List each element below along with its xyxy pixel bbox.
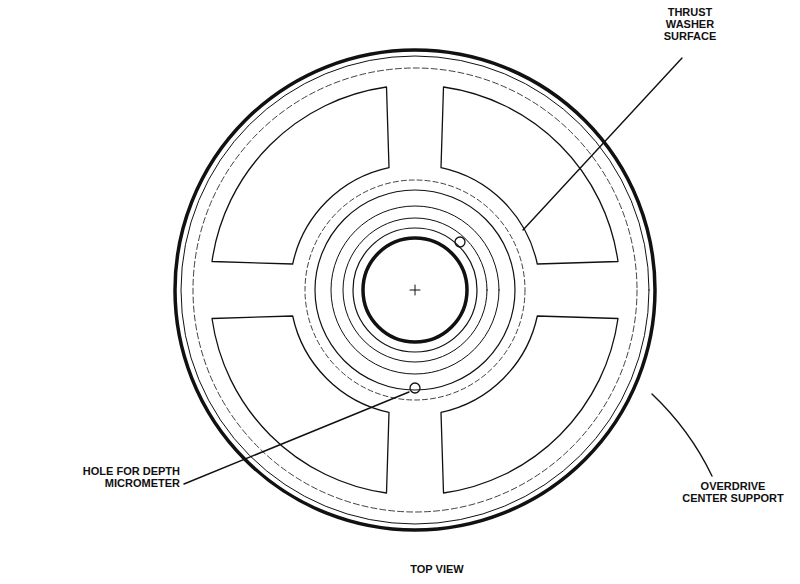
leader-line [184,392,409,484]
hub-ring [353,228,477,352]
pocket [441,87,618,264]
view-caption: TOP VIEW [377,563,497,575]
leader-line [652,394,712,476]
rim-ridge [193,68,637,512]
oil-hole [455,237,465,247]
part-label: OVERDRIVE CENTER SUPPORT [680,480,786,504]
rim-edge [181,56,649,524]
part-label: HOLE FOR DEPTH MICROMETER [60,465,180,489]
pocket [441,316,618,493]
hub-bore [363,238,467,342]
outer-rim [175,50,655,530]
part-label: THRUST WASHER SURFACE [660,6,720,42]
pocket [212,316,389,493]
hub-ring [331,206,499,374]
micrometer-hole [410,383,420,393]
center-mark [410,285,420,295]
hub-ring [343,218,487,362]
thrust-washer-ring [315,190,515,390]
web-ring [305,180,525,400]
pocket [212,87,389,264]
leader-line [523,58,682,230]
